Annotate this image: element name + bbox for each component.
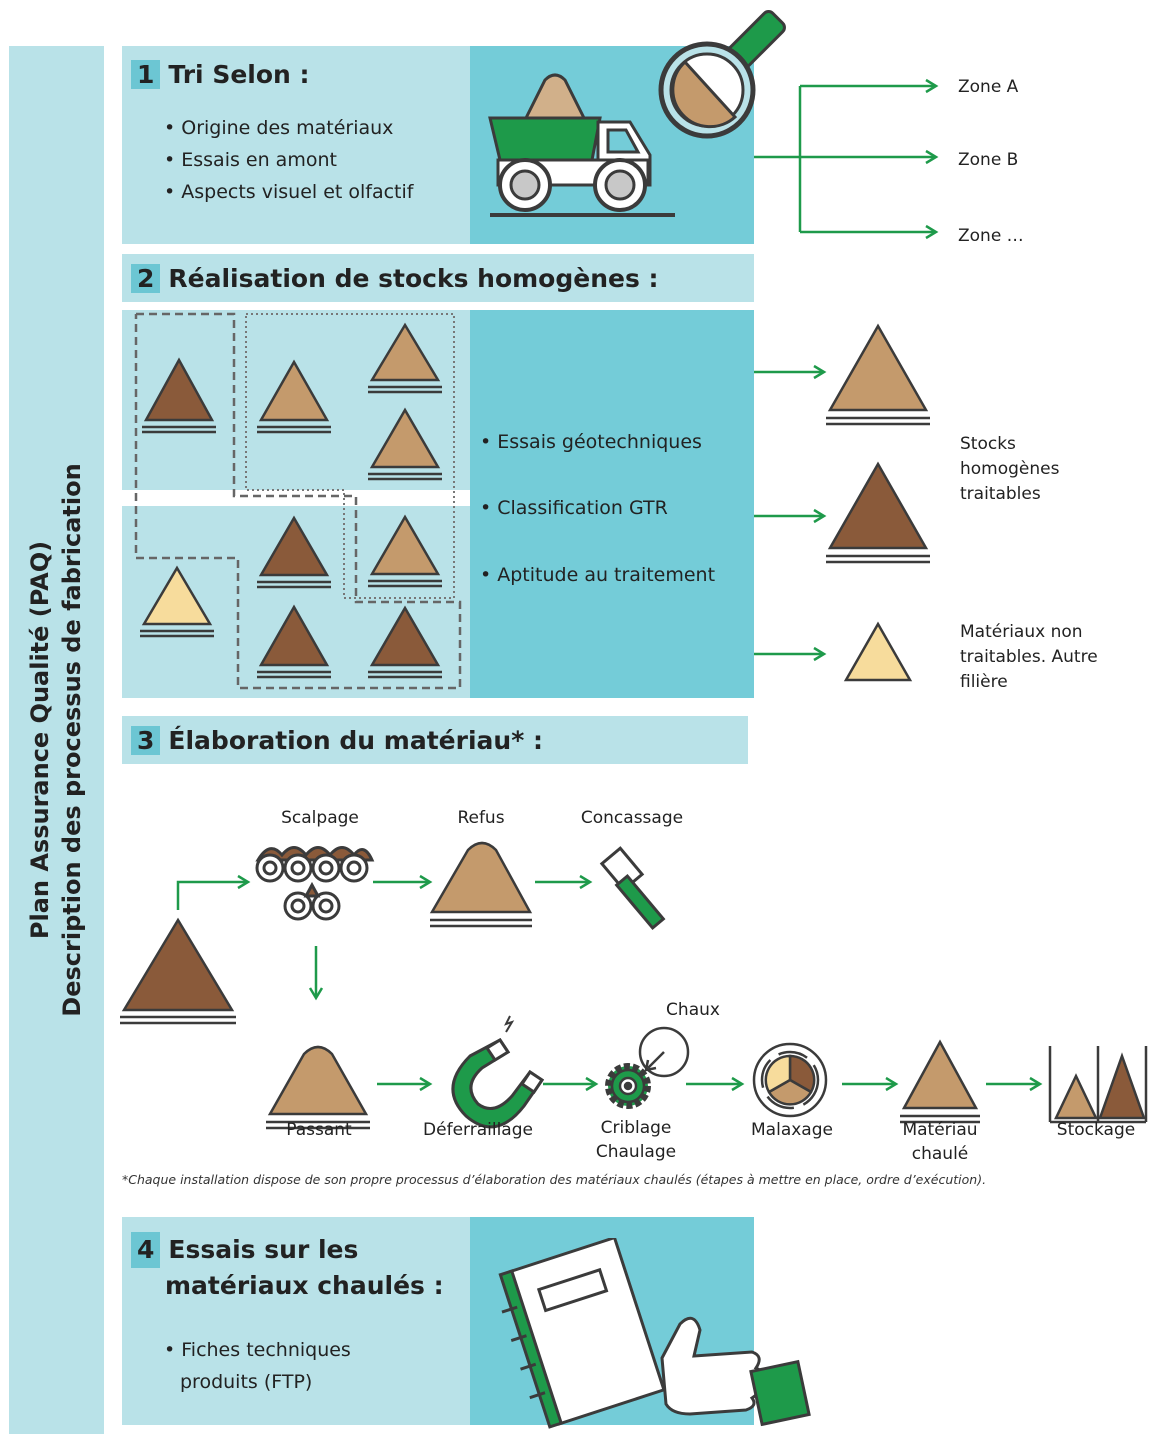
zone-arrows (754, 78, 939, 240)
section2-title-text: Réalisation de stocks homogènes : (168, 264, 659, 293)
section3-title-bar (122, 716, 748, 764)
label-deferraillage: Déferraillage (423, 1120, 533, 1140)
section1-bullet: • Origine des matériaux (164, 117, 394, 139)
section3-footnote: *Chaque installation dispose de son prop… (122, 1172, 987, 1187)
section2-divider (122, 490, 470, 506)
section3-number: 3 (131, 726, 161, 755)
label-stockage: Stockage (1056, 1120, 1136, 1140)
notebook-thumbs-up-icon (498, 1238, 811, 1429)
section1-number: 1 (131, 60, 161, 89)
side-bar (9, 46, 104, 1434)
label-criblage: Criblage (600, 1118, 672, 1138)
section3-title-suffix: * : (511, 726, 543, 755)
section3-title-text: Élaboration du matériau (168, 726, 512, 755)
zone-other-label: Zone … (958, 226, 1024, 246)
section2-bullet: • Aptitude au traitement (480, 564, 716, 586)
section4-bullet-line2: produits (FTP) (180, 1371, 313, 1393)
section1-panel (122, 46, 470, 244)
section4-bullet: • Fiches techniques produits (FTP) (164, 1334, 351, 1398)
mixer-icon (752, 1042, 828, 1118)
section2-title-bar (122, 254, 754, 302)
label-refus: Refus (457, 808, 505, 828)
stocks-treatable-label: Stocks homogènes traitables (960, 434, 1060, 504)
zone-a-label: Zone A (958, 77, 1019, 97)
section1-bullets: • Origine des matériaux • Essais en amon… (164, 112, 413, 208)
section4-bullet-line1: • Fiches techniques (164, 1339, 351, 1361)
section2-bullet: • Essais géotechniques (480, 431, 702, 453)
section4-panel (122, 1217, 470, 1425)
label-materiau: Matériau (902, 1120, 978, 1140)
label-passant: Passant (286, 1120, 352, 1140)
materials-untreatable-label: Matériaux non traitables. Autre filière (960, 622, 1098, 692)
magnifier-icon (658, 10, 786, 139)
label-concassage: Concassage (580, 808, 684, 828)
section1-bullet: • Aspects visuel et olfactif (164, 181, 414, 203)
gear-icon (605, 1063, 651, 1109)
storage-icon (1048, 1046, 1148, 1124)
label-chaule: chaulé (911, 1144, 969, 1164)
section2-bullet: • Classification GTR (480, 497, 668, 519)
hammer-icon (599, 846, 666, 931)
stockpiles-diagram (134, 312, 462, 690)
magnet-icon (451, 1015, 545, 1129)
section1-bullet: • Essais en amont (164, 149, 337, 171)
scalpage-icon (255, 846, 375, 921)
label-chaux: Chaux (666, 1000, 720, 1020)
section4-title-line2: matériaux chaulés : (165, 1271, 444, 1300)
zone-b-label: Zone B (958, 150, 1019, 170)
label-chaulage: Chaulage (595, 1142, 677, 1162)
label-scalpage: Scalpage (281, 808, 359, 828)
stock-results-diagram (754, 323, 930, 682)
section4-title-line1: Essais sur les (168, 1235, 359, 1264)
process-flow-diagram (120, 841, 1148, 1130)
section2-tests-panel (470, 310, 754, 698)
section4-number: 4 (131, 1232, 161, 1268)
section2-number: 2 (131, 264, 161, 293)
chaux-gauge-icon (638, 1026, 690, 1078)
label-malaxage: Malaxage (751, 1120, 833, 1140)
section1-title-text: Tri Selon : (168, 60, 310, 89)
dump-truck-icon (488, 73, 675, 217)
